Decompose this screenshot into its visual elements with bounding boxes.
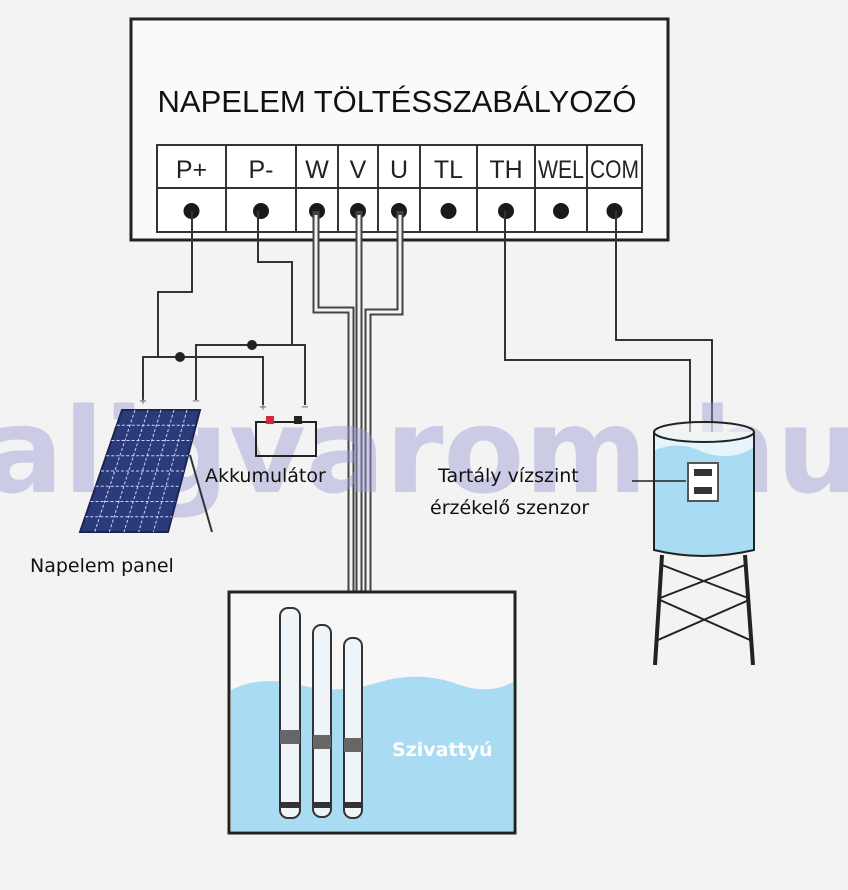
terminal-screw	[440, 203, 457, 219]
svg-text:−: −	[192, 396, 200, 407]
terminal-screw	[253, 203, 269, 219]
terminal-label: V	[350, 156, 367, 184]
solar-panel-label: Napelem panel	[30, 555, 174, 577]
solar-panel-icon: + −	[78, 396, 213, 533]
battery-icon: + −	[255, 402, 317, 457]
terminal-label: TL	[434, 156, 463, 184]
svg-text:−: −	[301, 402, 309, 413]
controller-title: NAPELEM TÖLTÉSSZABÁLYOZÓ	[158, 84, 637, 119]
terminal-screw	[606, 203, 623, 219]
pump-icon	[279, 607, 363, 819]
sensor-label-line1: Tartály vízszint	[437, 465, 579, 487]
terminal-label: WEL	[538, 156, 584, 184]
terminal-screw	[553, 203, 569, 219]
water-tank-icon	[653, 421, 755, 666]
terminal-label: TH	[489, 156, 522, 184]
pump-label: Szivattyú	[392, 739, 493, 761]
terminal-label: U	[390, 156, 408, 184]
sensor-label-line2: érzékelő szenzor	[430, 497, 589, 519]
terminal-label: P-	[249, 156, 274, 184]
terminal-label: P+	[176, 156, 207, 184]
terminal-label: W	[305, 156, 329, 184]
terminal-label: COM	[590, 156, 639, 184]
svg-text:+: +	[259, 402, 267, 413]
well-box: Szivattyú	[227, 590, 517, 835]
battery-label: Akkumulátor	[205, 465, 326, 487]
wiring	[142, 211, 713, 592]
svg-text:+: +	[139, 396, 147, 407]
